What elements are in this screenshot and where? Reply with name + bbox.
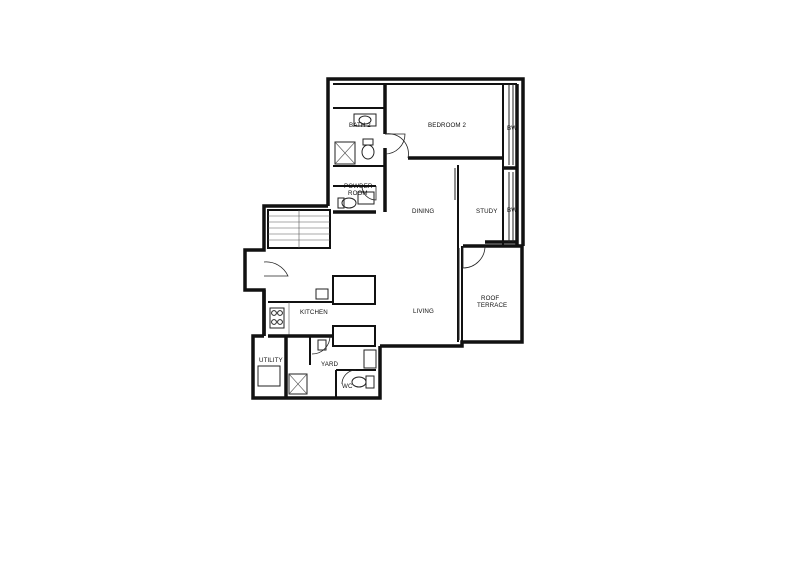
label-roof-terrace-line1: ROOF (481, 295, 499, 302)
label-wc: WC (342, 383, 353, 390)
label-utility: UTILITY (259, 357, 283, 364)
label-bw-top: BW (507, 125, 517, 132)
fixtures (257, 113, 460, 395)
label-roof-terrace-line2: TERRACE (477, 302, 507, 309)
label-powder-room-line1: POWDER (344, 183, 373, 190)
door-swings (263, 133, 486, 385)
label-study: STUDY (476, 208, 497, 215)
bay-windows (503, 84, 517, 242)
room-labels: BATH 2 BEDROOM 2 BW POWDER ROOM DINING S… (259, 122, 517, 390)
label-dining: DINING (412, 208, 434, 215)
label-powder-room-line2: ROOM (348, 190, 368, 197)
interior-walls (267, 84, 517, 398)
label-bedroom2: BEDROOM 2 (428, 122, 466, 129)
label-kitchen: KITCHEN (300, 309, 328, 316)
label-bw-bottom: BW (507, 207, 517, 214)
exterior-walls (243, 77, 525, 400)
label-yard: YARD (321, 361, 339, 368)
label-bath2: BATH 2 (349, 122, 371, 129)
label-living: LIVING (413, 308, 434, 315)
